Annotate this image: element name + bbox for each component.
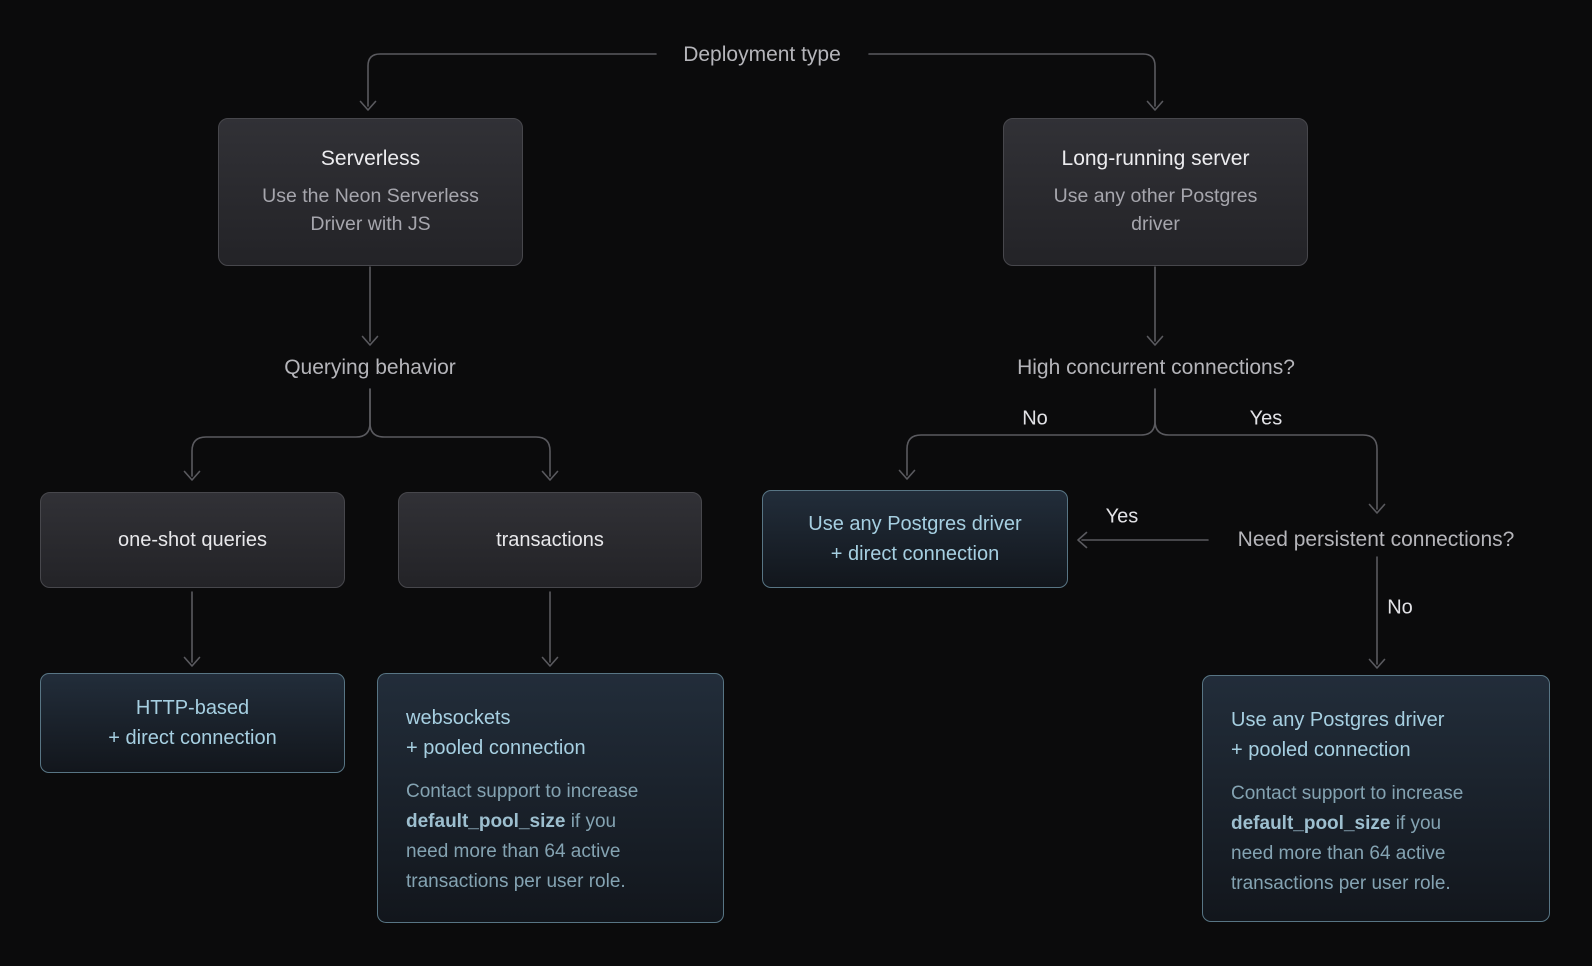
edge-querying-to-transactions [369, 388, 559, 481]
node-long-running-title: Long-running server [1061, 147, 1250, 170]
node-http-direct-line1: HTTP-based [135, 697, 250, 719]
node-transactions: transactions [398, 492, 702, 588]
note-text-bold: default_pool_size [1231, 813, 1391, 834]
note-text-pre: Contact support to increase [406, 781, 639, 802]
branch-label-no-need-persistent: No [1387, 596, 1413, 619]
note-text-bold: default_pool_size [406, 811, 566, 832]
node-serverless-title: Serverless [320, 147, 421, 170]
node-one-shot-queries-label: one-shot queries [118, 528, 267, 551]
edge-querying-to-oneshot [183, 388, 371, 481]
note-text-post: if you need more than 64 active transact… [1231, 813, 1451, 894]
edge-root-to-longrunning [868, 53, 1164, 111]
note-text-post: if you need more than 64 active transact… [406, 811, 626, 892]
branch-label-no-high-concurrent: No [1022, 407, 1048, 430]
node-serverless: Serverless Use the Neon Serverless Drive… [218, 118, 523, 266]
node-serverless-subtitle: Use the Neon Serverless Driver with JS [262, 185, 479, 235]
edge-concurrent-yes [1154, 388, 1386, 514]
node-one-shot-queries: one-shot queries [40, 492, 345, 588]
node-any-driver-pooled: Use any Postgres driver + pooled connect… [1202, 675, 1550, 922]
node-any-driver-direct-line2: + direct connection [830, 543, 1000, 565]
edge-longrunning-to-concurrent [1146, 266, 1164, 346]
edge-persistent-yes [1077, 531, 1209, 549]
node-websockets-pooled: websockets + pooled connection Contact s… [377, 673, 724, 923]
node-any-driver-pooled-line1: Use any Postgres driver [1231, 709, 1445, 731]
querying-behavior-label: Querying behavior [284, 356, 456, 379]
node-transactions-label: transactions [496, 528, 604, 551]
edge-persistent-no [1368, 556, 1386, 669]
edge-concurrent-no [898, 388, 1156, 480]
node-websockets-pooled-note: Contact support to increase default_pool… [406, 777, 658, 897]
node-websockets-pooled-line2: + pooled connection [406, 737, 586, 759]
node-any-driver-pooled-note: Contact support to increase default_pool… [1231, 779, 1483, 899]
note-text-pre: Contact support to increase [1231, 783, 1464, 804]
edge-oneshot-to-http [183, 591, 201, 667]
node-http-direct-line2: + direct connection [108, 727, 277, 749]
node-long-running-server: Long-running server Use any other Postgr… [1003, 118, 1308, 266]
edge-serverless-to-querying [361, 266, 379, 346]
branch-label-yes-need-persistent: Yes [1105, 505, 1139, 528]
edge-root-to-serverless [359, 53, 657, 111]
node-any-driver-direct: Use any Postgres driver + direct connect… [762, 490, 1068, 588]
deployment-type-label: Deployment type [683, 43, 841, 66]
edge-transactions-to-websockets [541, 591, 559, 667]
node-any-driver-direct-line1: Use any Postgres driver [808, 513, 1022, 535]
node-long-running-subtitle: Use any other Postgres driver [1053, 185, 1258, 235]
high-concurrent-connections-label: High concurrent connections? [1017, 356, 1295, 379]
branch-label-yes-high-concurrent: Yes [1249, 407, 1283, 430]
need-persistent-connections-label: Need persistent connections? [1237, 528, 1515, 551]
node-websockets-pooled-line1: websockets [406, 707, 511, 729]
node-any-driver-pooled-line2: + pooled connection [1231, 739, 1411, 761]
node-http-direct: HTTP-based + direct connection [40, 673, 345, 773]
